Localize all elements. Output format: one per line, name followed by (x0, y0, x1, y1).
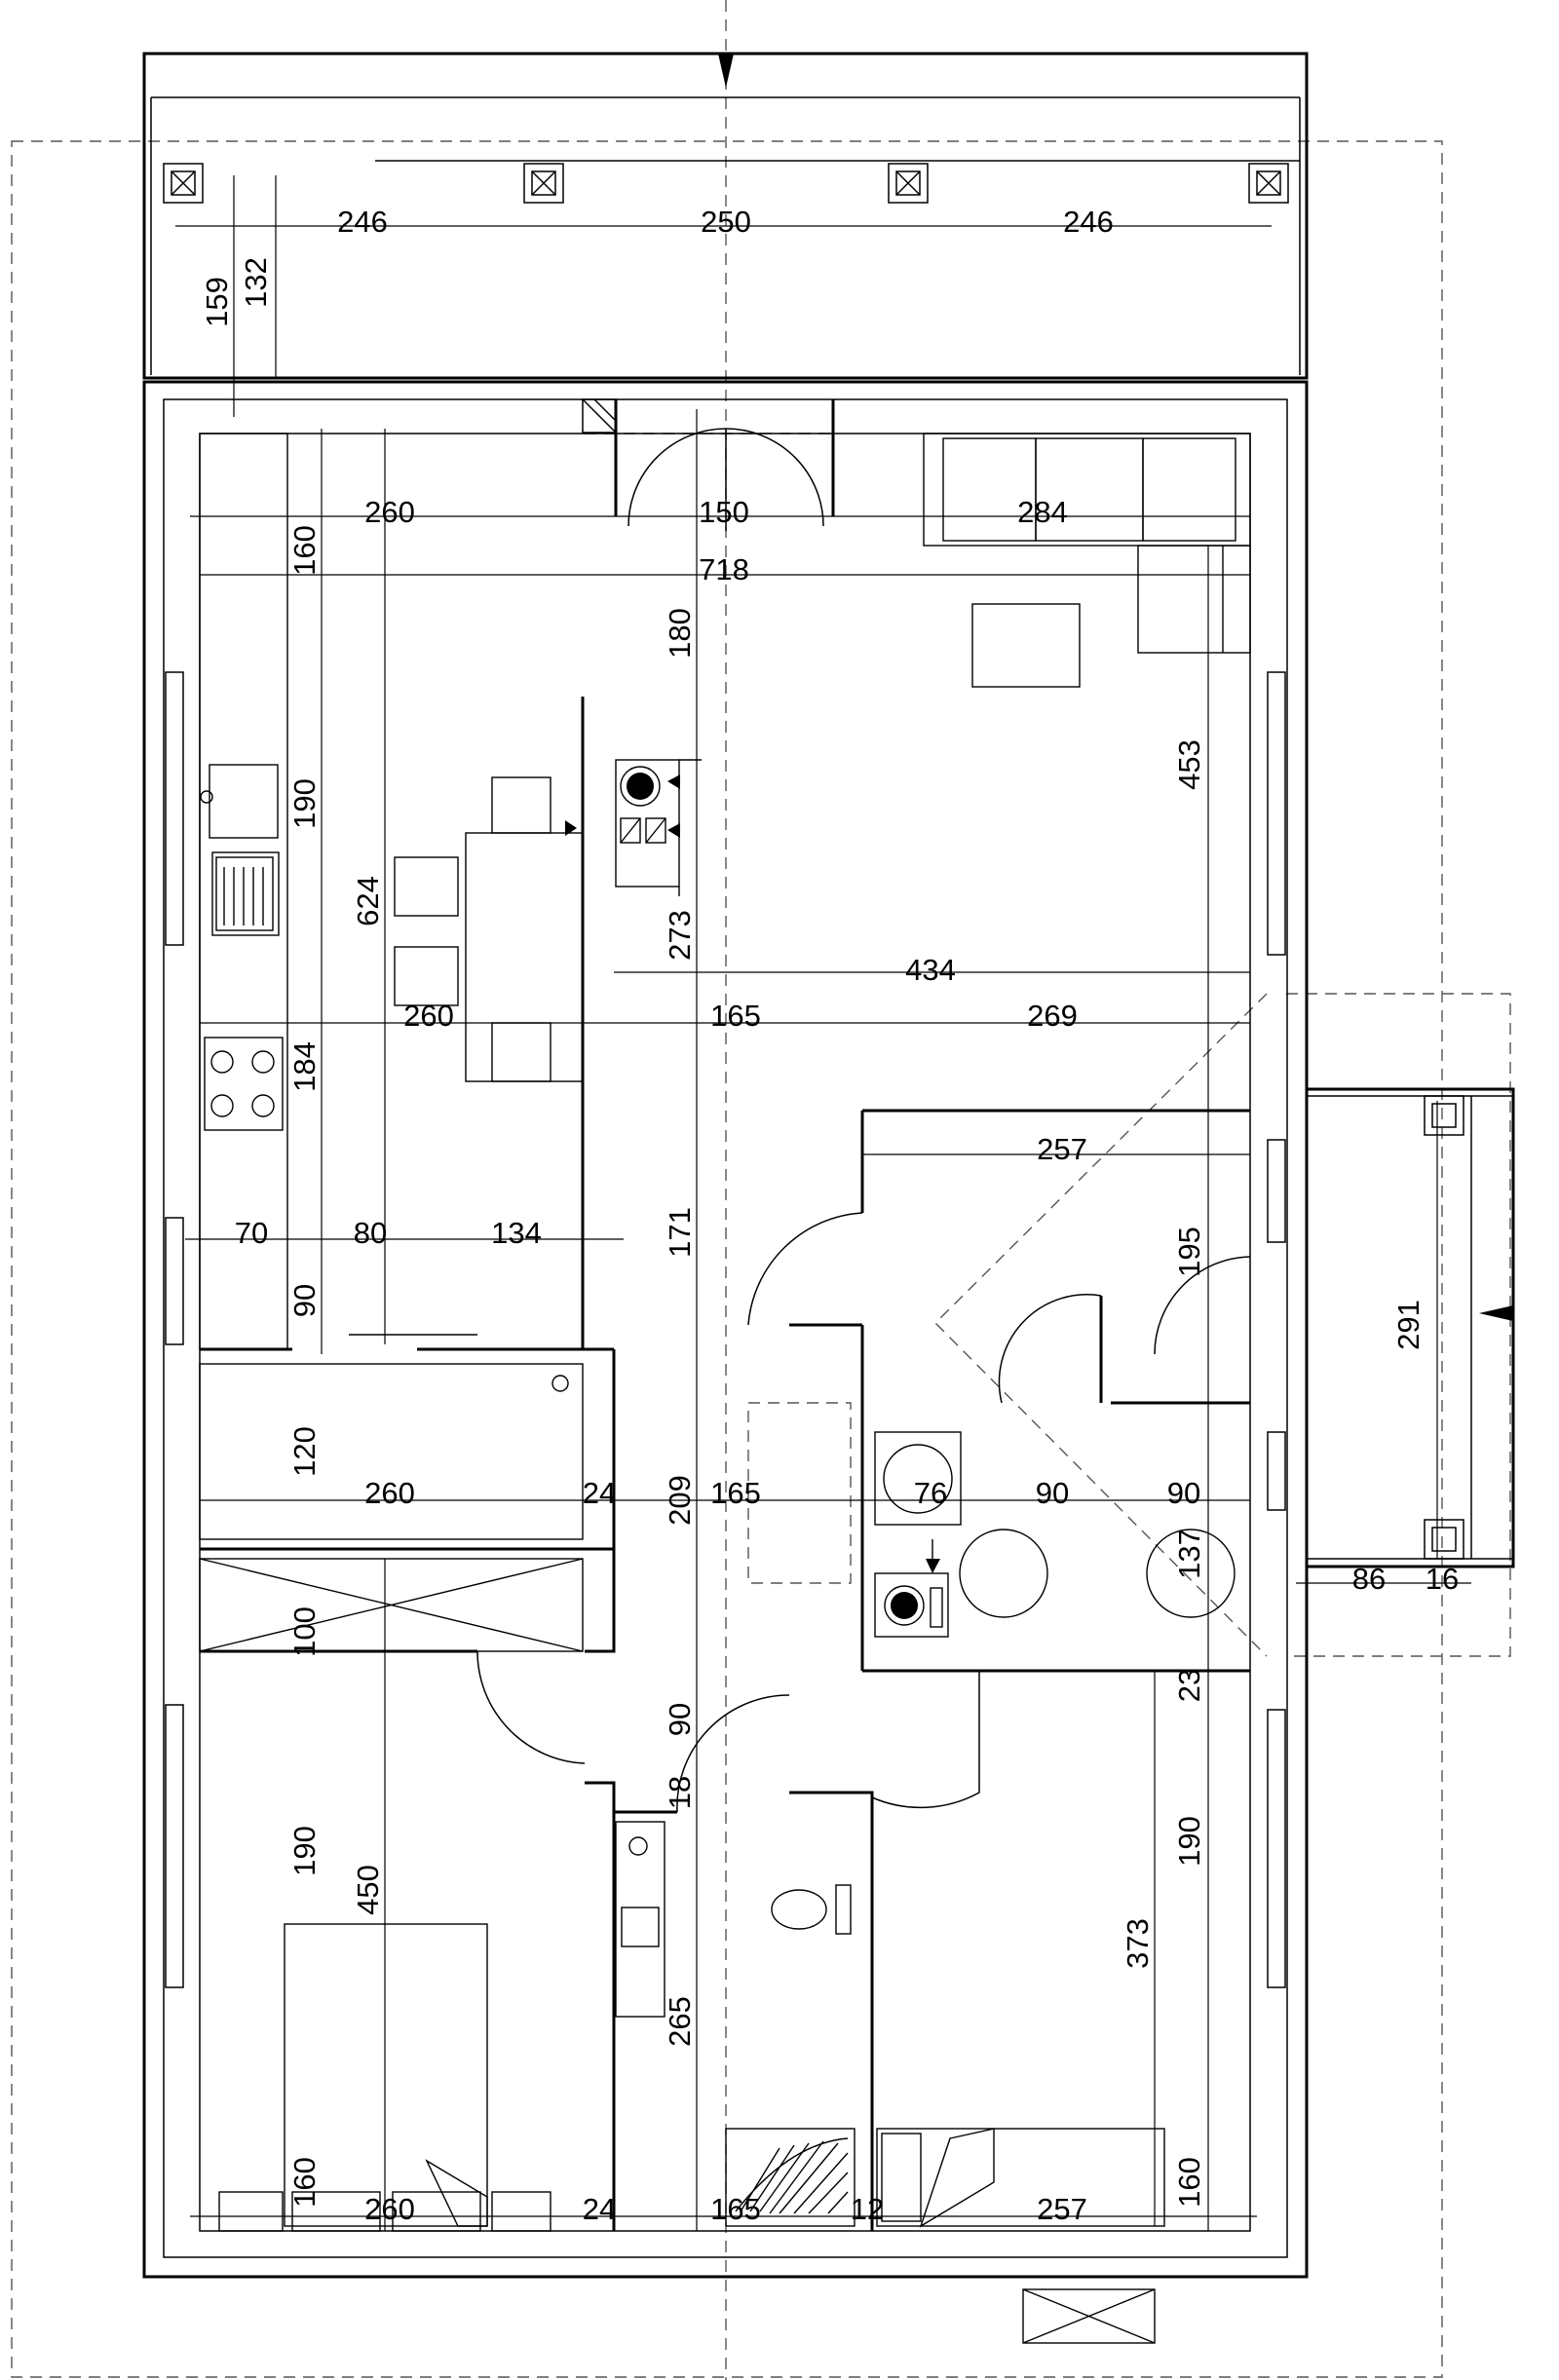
dim-bathroom-height: 265 (663, 1996, 697, 2047)
interior-walls (200, 398, 1250, 2231)
dim-washer-diameter: 76 (914, 1476, 947, 1510)
dim-corridor-length: 171 (663, 1207, 697, 1258)
dim-laundry-space-2: 90 (1167, 1476, 1200, 1510)
dim-loggia-wall: 86 (1352, 1562, 1386, 1596)
dim-bed-left-depth: 160 (287, 2157, 322, 2208)
storage-closet (199, 1363, 584, 1652)
dim-balcony-span-3: 246 (1063, 205, 1114, 239)
dim-corridor-section: 209 (663, 1475, 697, 1526)
dim-pantry-depth: 90 (287, 1284, 322, 1317)
dim-counter-gap: 70 (235, 1216, 268, 1250)
loggia (1305, 1087, 1515, 1568)
balcony-post-3 (888, 163, 929, 204)
dim-hall-segment: 134 (491, 1216, 542, 1250)
sink-icon (200, 790, 274, 931)
dim-sink-run: 190 (287, 778, 322, 829)
dim-entrance-door-width: 150 (699, 495, 749, 529)
laundry (874, 1431, 1236, 1638)
balcony-post-1 (163, 163, 204, 204)
dim-bed-right-depth: 160 (1172, 2157, 1206, 2208)
dim-kitchen-width-mid: 260 (403, 999, 454, 1033)
dim-loggia-post: 16 (1426, 1562, 1459, 1596)
dim-loggia-width: 291 (1391, 1300, 1426, 1350)
dim-balcony-depth-inner: 132 (239, 257, 273, 308)
dim-counter-depth-1: 160 (287, 525, 322, 576)
dim-bathroom-width: 165 (710, 2192, 761, 2226)
stove-icon (204, 1037, 284, 1131)
dim-bedroom-right-width: 257 (1037, 2192, 1087, 2226)
dim-closet-depth: 195 (1172, 1227, 1206, 1277)
dim-bedroom-right-height: 373 (1121, 1918, 1155, 1969)
dim-kitchen-height: 624 (351, 876, 385, 926)
balcony-post-4 (1248, 163, 1289, 204)
dim-living-width-lower: 269 (1027, 999, 1078, 1033)
doors (349, 428, 1251, 1813)
dim-kitchen-width-top: 260 (364, 495, 415, 529)
bed-left (218, 1923, 551, 2232)
dim-wardrobe-depth: 100 (287, 1606, 322, 1657)
dim-total-width: 718 (699, 552, 749, 586)
bed-right (876, 2128, 1165, 2228)
kitchen (199, 433, 584, 1350)
dim-storage-depth: 120 (287, 1426, 322, 1477)
shower-icon (725, 2128, 856, 2227)
dim-hall-depth-top: 180 (663, 608, 697, 659)
dim-balcony-span-1: 246 (337, 205, 388, 239)
dim-pantry-door: 80 (354, 1216, 387, 1250)
dim-wall-thickness-1: 24 (583, 1476, 616, 1510)
dim-balcony-depth-outer: 159 (200, 277, 234, 327)
dim-storage-width: 260 (364, 1476, 415, 1510)
sofa (923, 433, 1251, 654)
dim-bedroom-right-upper: 190 (1172, 1816, 1206, 1867)
balcony (142, 52, 1309, 380)
dim-balcony-span-2: 250 (701, 205, 751, 239)
entry-grate (1022, 2288, 1156, 2344)
dim-wall-thickness-2: 24 (583, 2192, 616, 2226)
bathroom (615, 1821, 856, 2227)
coffee-table (971, 603, 1081, 688)
dim-living-width: 434 (905, 953, 956, 987)
dim-door-jamb: 18 (663, 1776, 697, 1809)
dim-corridor-door: 90 (663, 1703, 697, 1736)
windows (165, 671, 1286, 1988)
dim-living-height: 453 (1172, 739, 1206, 790)
dim-stove-run: 184 (287, 1041, 322, 1092)
dimension-lines (175, 175, 1471, 2231)
dim-wall-thickness-3: 12 (851, 2192, 884, 2226)
dim-wall-gap-right: 23 (1172, 1669, 1206, 1702)
dim-bedroom-right-width-top: 257 (1037, 1132, 1087, 1166)
dim-hall-mid: 273 (663, 910, 697, 961)
dim-laundry-space-1: 90 (1036, 1476, 1069, 1510)
dim-corridor-width: 165 (710, 1476, 761, 1510)
boiler (565, 759, 702, 896)
dim-bedroom-left-width: 260 (364, 2192, 415, 2226)
dim-laundry-depth: 137 (1172, 1529, 1206, 1579)
dim-bedroom-left-upper: 190 (287, 1826, 322, 1876)
dim-sofa-length: 284 (1017, 495, 1068, 529)
dim-bedroom-left-height: 450 (351, 1865, 385, 1915)
dim-hall-width-mid: 165 (710, 999, 761, 1033)
balcony-post-2 (523, 163, 564, 204)
